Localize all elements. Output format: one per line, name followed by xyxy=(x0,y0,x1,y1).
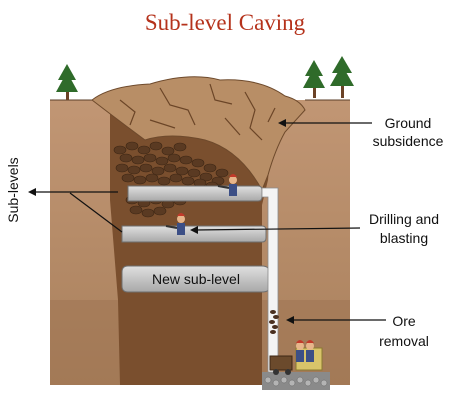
tree-icon xyxy=(330,56,354,98)
ore-removal-arrowhead xyxy=(286,316,294,324)
sub-levels-pointer xyxy=(34,191,123,233)
miner-icon xyxy=(165,213,185,235)
ore-removal-label-line-2: removal xyxy=(379,333,429,349)
tree-icon xyxy=(303,60,325,98)
sub-levels-label: Sub-levels xyxy=(5,157,21,222)
drilling-blasting-label-line-2: blasting xyxy=(380,230,428,246)
drilling-blasting-pointer xyxy=(195,227,361,231)
miner-icon xyxy=(296,340,314,362)
ore-removal-label-line-1: Ore xyxy=(392,313,416,329)
ground-subsidence-arrowhead xyxy=(278,119,286,127)
sub-levels-arrowhead xyxy=(28,188,36,196)
ore-in-shaft xyxy=(269,310,279,334)
new-sub-level-label: New sub-level xyxy=(152,271,240,287)
tree-icon xyxy=(56,64,78,100)
ground-subsidence-label-line-1: Ground xyxy=(385,115,432,131)
drilling-blasting-arrowhead xyxy=(190,226,198,234)
rubble-cracks xyxy=(119,83,276,141)
sub-level-tunnel-1 xyxy=(127,185,263,202)
miner-icon xyxy=(217,174,237,196)
diagram-title: Sub-level Caving xyxy=(145,10,306,35)
ground-subsidence-label-line-2: subsidence xyxy=(373,133,444,149)
drilling-blasting-label-line-1: Drilling and xyxy=(369,211,439,227)
